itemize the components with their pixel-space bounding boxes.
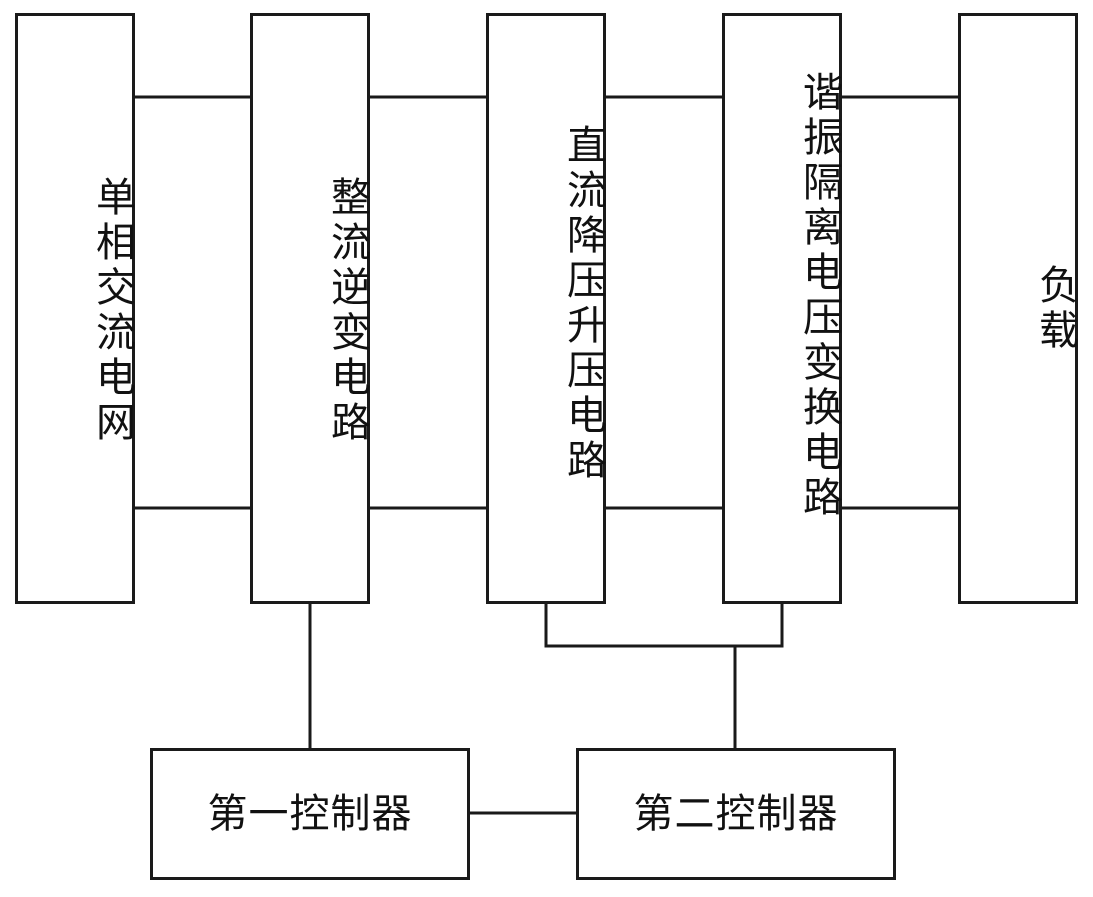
grid-label: 单相交流电网 (89, 176, 135, 446)
first-controller-block: 第一控制器 (150, 748, 470, 880)
rectifier-inverter-label: 整流逆变电路 (324, 176, 370, 446)
resonant-converter-label: 谐振隔离电压变换电路 (796, 71, 842, 521)
rectifier-inverter-block: 整流逆变电路 (250, 13, 370, 604)
second-controller-block: 第二控制器 (576, 748, 896, 880)
second-controller-label: 第二控制器 (633, 791, 839, 837)
load-label: 负载 (1032, 264, 1078, 354)
grid-block: 单相交流电网 (15, 13, 135, 604)
load-block: 负载 (958, 13, 1078, 604)
resonant-converter-block: 谐振隔离电压变换电路 (722, 13, 842, 604)
first-controller-label: 第一控制器 (207, 791, 413, 837)
dc-buck-boost-label: 直流降压升压电路 (560, 124, 606, 484)
wire-dc-resonant-merge (544, 602, 784, 648)
dc-buck-boost-block: 直流降压升压电路 (486, 13, 606, 604)
